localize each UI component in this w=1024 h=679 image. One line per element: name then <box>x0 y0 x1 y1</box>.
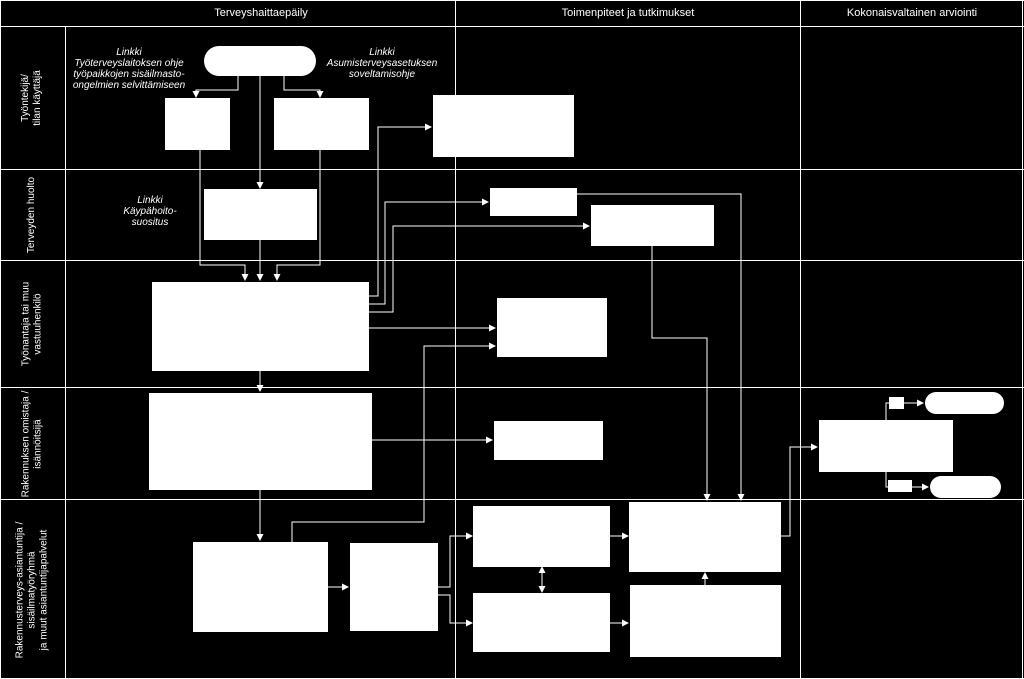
process-box <box>494 421 603 460</box>
process-box <box>591 205 714 246</box>
process-box <box>204 189 317 240</box>
grid-line <box>455 0 456 679</box>
small-label-box <box>889 397 904 409</box>
process-box <box>473 593 610 652</box>
grid-line <box>0 260 1024 261</box>
end-terminator <box>925 392 1004 414</box>
process-box <box>629 502 781 572</box>
column-header-suspicion: Terveyshaittaepäily <box>214 7 308 19</box>
grid-line <box>1022 0 1023 679</box>
grid-line <box>0 387 1024 388</box>
process-box <box>490 188 577 216</box>
end-terminator <box>930 476 1001 498</box>
column-header-actions: Toimenpiteet ja tutkimukset <box>561 7 695 19</box>
process-box <box>274 98 369 150</box>
process-box <box>473 506 610 567</box>
process-box <box>350 543 438 631</box>
link-note-occupational-health[interactable]: Linkki Työterveyslaitoksen ohje työpaikk… <box>72 47 186 91</box>
process-box <box>497 298 607 357</box>
process-box <box>819 420 953 472</box>
grid-line <box>0 0 1 679</box>
process-box <box>630 585 781 657</box>
process-box <box>152 282 369 371</box>
process-box <box>433 95 574 157</box>
link-note-care-guideline[interactable]: Linkki Käypähoito- suositus <box>123 195 177 228</box>
grid-line <box>0 499 1024 500</box>
start-terminator <box>204 46 316 76</box>
grid-line <box>0 169 1024 170</box>
process-box <box>149 393 372 490</box>
link-note-housing-health[interactable]: Linkki Asumisterveysasetuksen soveltamis… <box>326 47 438 80</box>
grid-line <box>0 26 1024 27</box>
column-header-assessment: Kokonaisvaltainen arviointi <box>846 7 978 19</box>
small-label-box <box>888 480 912 492</box>
process-box <box>165 98 230 150</box>
grid-line <box>0 0 1024 1</box>
process-box <box>193 542 328 632</box>
grid-line <box>65 26 66 679</box>
grid-line <box>800 0 801 679</box>
